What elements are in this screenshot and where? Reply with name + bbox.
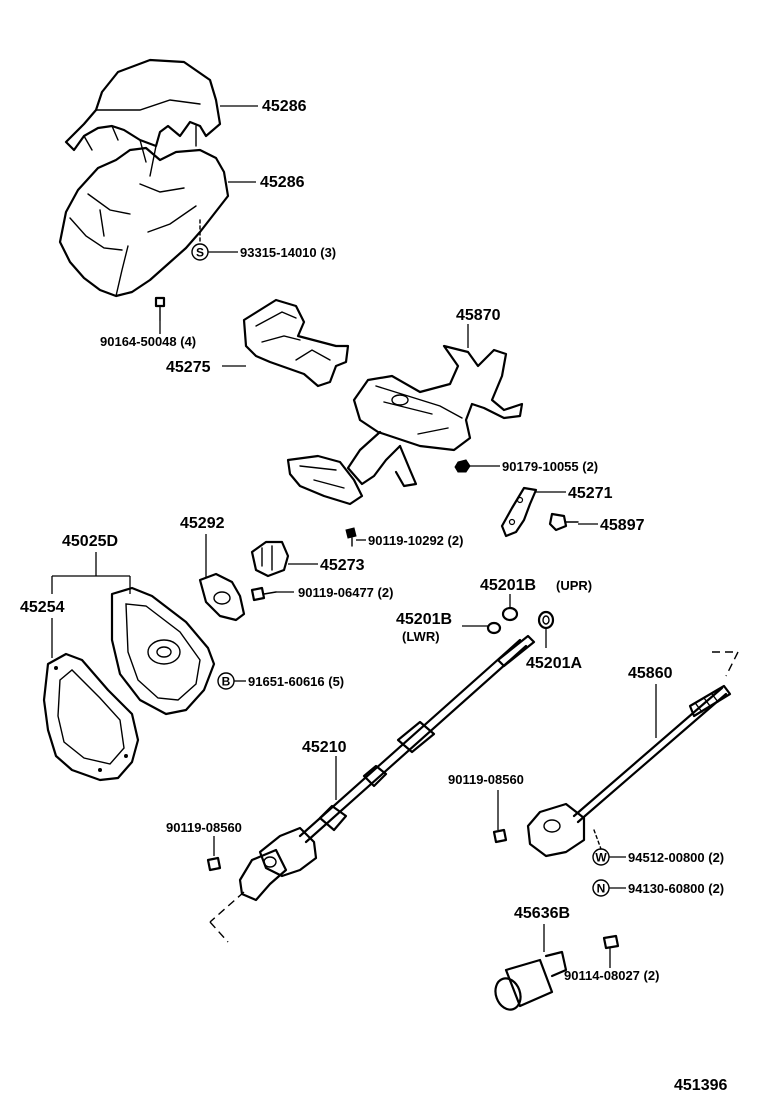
label-column-45870: 45870 xyxy=(456,307,501,324)
svg-text:N: N xyxy=(597,882,606,896)
cover-45292-part xyxy=(198,572,246,622)
svg-text:S: S xyxy=(196,246,204,260)
label-ring-lwr-note: (LWR) xyxy=(402,629,440,644)
nut-90179-part xyxy=(454,459,471,473)
bolt-45897-part xyxy=(548,512,579,532)
label-bolt-left-08560: 90119-08560 xyxy=(166,820,242,835)
steering-column-assy-45870-part xyxy=(286,344,524,506)
bolt-90119-06477-part xyxy=(250,586,277,602)
label-ring-lwr: 45201B xyxy=(396,611,452,628)
label-nut-90179: 90179-10055 (2) xyxy=(502,459,598,474)
label-lower-cover: 45286 xyxy=(260,174,305,191)
label-bolt-45897: 45897 xyxy=(600,517,645,534)
diagram-number: 451396 xyxy=(674,1077,727,1094)
label-bolt-90164: 90164-50048 (4) xyxy=(100,334,196,349)
ring-45201a-part xyxy=(537,610,555,630)
label-ring-45201a: 45201A xyxy=(526,655,582,672)
label-ring-upr-note: (UPR) xyxy=(556,578,592,593)
washer-w-symbol: W xyxy=(592,848,610,866)
label-bushing-45273: 45273 xyxy=(320,557,365,574)
label-shaft-45860: 45860 xyxy=(628,665,673,682)
svg-text:B: B xyxy=(222,675,231,689)
nut-n-symbol: N xyxy=(592,879,610,897)
bracket-45275-part xyxy=(242,298,350,388)
upper-column-cover-part xyxy=(64,58,222,177)
intermediate-shaft-45860-part xyxy=(526,684,732,858)
bushing-45273-part xyxy=(250,540,290,578)
label-shaft-45210: 45210 xyxy=(302,739,347,756)
seal-assy-45025d-part xyxy=(110,586,216,716)
clip-b-symbol: B xyxy=(217,672,235,690)
bolt-right-08560-part xyxy=(492,828,508,844)
label-plate-45271: 45271 xyxy=(568,485,613,502)
bolt-90164-part xyxy=(154,296,166,321)
label-ring-upr: 45201B xyxy=(480,577,536,594)
label-gasket-45254: 45254 xyxy=(20,599,65,616)
bolt-90114-part xyxy=(602,934,620,950)
svg-text:W: W xyxy=(595,851,607,865)
label-nut-n: 94130-60800 (2) xyxy=(628,881,724,896)
sleeve-45636b-part xyxy=(494,950,568,1011)
gasket-45254-part xyxy=(42,652,140,782)
label-bolt-90119-06477: 90119-06477 (2) xyxy=(298,585,393,600)
ring-45201b-lwr-part xyxy=(486,621,502,635)
label-upper-cover: 45286 xyxy=(262,98,307,115)
bolt-left-08560-part xyxy=(206,856,222,872)
ring-45201b-upr-part xyxy=(501,606,519,622)
bolt-90119-10292-part xyxy=(345,527,357,547)
label-bolt-90119-10292: 90119-10292 (2) xyxy=(368,533,463,548)
plate-45271-part xyxy=(500,486,538,538)
label-bolt-right-08560: 90119-08560 xyxy=(448,772,524,787)
label-screw-s: 93315-14010 (3) xyxy=(240,245,336,260)
label-bracket-45275: 45275 xyxy=(166,359,211,376)
label-clip-b: 91651-60616 (5) xyxy=(248,674,344,689)
main-shaft-45210-part xyxy=(238,634,536,902)
label-seal-assy-45025d: 45025D xyxy=(62,533,118,550)
screw-s-symbol: S xyxy=(191,243,209,261)
label-bolt-90114: 90114-08027 (2) xyxy=(564,968,659,983)
label-cover-45292: 45292 xyxy=(180,515,225,532)
label-sleeve-45636b: 45636B xyxy=(514,905,570,922)
lower-column-cover-part xyxy=(58,146,230,298)
label-washer-w: 94512-00800 (2) xyxy=(628,850,724,865)
